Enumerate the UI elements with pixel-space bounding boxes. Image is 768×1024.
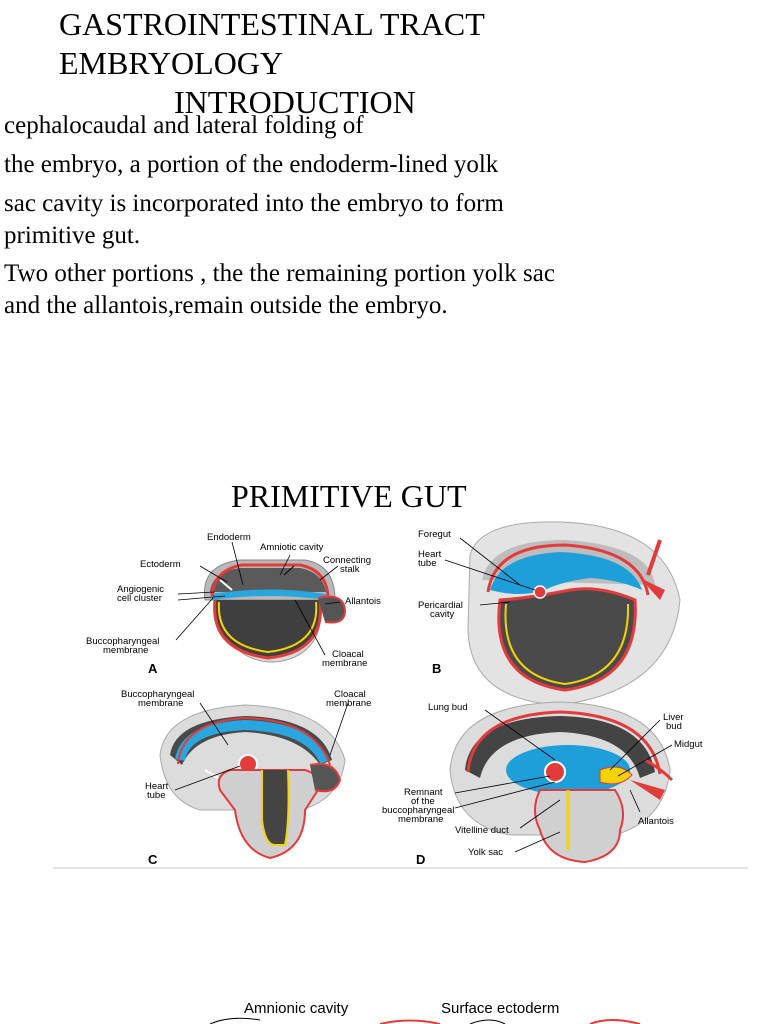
panel-d-drawing <box>449 701 674 864</box>
label-remnant-1: Remnant <box>404 787 443 798</box>
label-cloacal-a-2: membrane <box>322 658 368 669</box>
label-buccopharyngeal-c-2: membrane <box>138 698 184 709</box>
label-lung-bud: Lung bud <box>428 702 468 713</box>
label-cloacal-a-1: Cloacal <box>332 649 364 660</box>
paragraph-1-line-1: cephalocaudal and lateral folding of <box>4 112 364 139</box>
paragraph-2-line-1: Two other portions , the the remaining p… <box>4 260 555 287</box>
label-amnionic-cavity: Amnionic cavity <box>244 1000 349 1017</box>
panel-letter-c: C <box>148 852 158 867</box>
label-liver-bud-1: Liver <box>663 712 684 723</box>
label-endoderm: Endoderm <box>207 532 251 543</box>
label-heart-c-2: tube <box>147 790 166 801</box>
panel-letter-a: A <box>148 661 158 676</box>
title-line-2: EMBRYOLOGY <box>59 45 284 81</box>
label-foregut: Foregut <box>418 529 451 540</box>
label-pericardial-2: cavity <box>430 609 455 620</box>
label-heart-b-1: Heart <box>418 549 442 560</box>
label-heart-b-2: tube <box>418 558 437 569</box>
label-buccopharyngeal-a-1: Buccopharyngeal <box>86 636 160 647</box>
label-remnant-4: membrane <box>398 814 444 825</box>
label-buccopharyngeal-a-2: membrane <box>103 645 149 656</box>
label-cloacal-c-2: membrane <box>326 698 372 709</box>
panel-a-drawing <box>203 559 347 663</box>
panel-letter-d: D <box>416 852 426 867</box>
label-yolk-sac: Yolk sac <box>468 847 504 858</box>
bottom-figure-partial <box>209 1017 641 1024</box>
panel-b-drawing <box>467 521 681 706</box>
label-heart-c-1: Heart <box>145 781 169 792</box>
label-allantois-a: Allantois <box>345 596 381 607</box>
label-connecting-stalk-1: Connecting <box>323 555 372 566</box>
label-cloacal-c-1: Cloacal <box>334 689 366 700</box>
label-connecting-stalk-2: stalk <box>340 564 360 575</box>
label-vitelline-duct: Vitelline duct <box>455 825 509 836</box>
label-amniotic-cavity: Amniotic cavity <box>260 542 324 553</box>
paragraph-1-line-3: sac cavity is incorporated into the embr… <box>4 190 504 217</box>
label-allantois-d: Allantois <box>638 816 674 827</box>
section-heading: PRIMITIVE GUT <box>231 478 467 514</box>
paragraph-2-line-2: and the allantois,remain outside the emb… <box>4 292 448 319</box>
label-remnant-2: of the <box>411 796 435 807</box>
label-ectoderm: Ectoderm <box>140 559 181 570</box>
label-surface-ectoderm: Surface ectoderm <box>441 1000 560 1017</box>
title-line-1: GASTROINTESTINAL TRACT <box>59 6 485 42</box>
paragraph-1-line-4: primitive gut. <box>4 222 141 249</box>
panel-letter-b: B <box>432 661 442 676</box>
label-pericardial-1: Pericardial <box>418 600 463 611</box>
panel-c-drawing <box>159 704 346 860</box>
label-angiogenic-2: cell cluster <box>117 593 162 604</box>
label-liver-bud-2: bud <box>666 721 682 732</box>
label-buccopharyngeal-c-1: Buccopharyngeal <box>121 689 195 700</box>
label-angiogenic-1: Angiogenic <box>117 584 165 595</box>
label-remnant-3: buccopharyngeal <box>382 805 455 816</box>
label-midgut: Midgut <box>674 739 703 750</box>
paragraph-1-line-2: the embryo, a portion of the endoderm-li… <box>4 151 499 178</box>
title-line-3: INTRODUCTION <box>174 84 416 120</box>
leader-lines <box>174 537 673 853</box>
